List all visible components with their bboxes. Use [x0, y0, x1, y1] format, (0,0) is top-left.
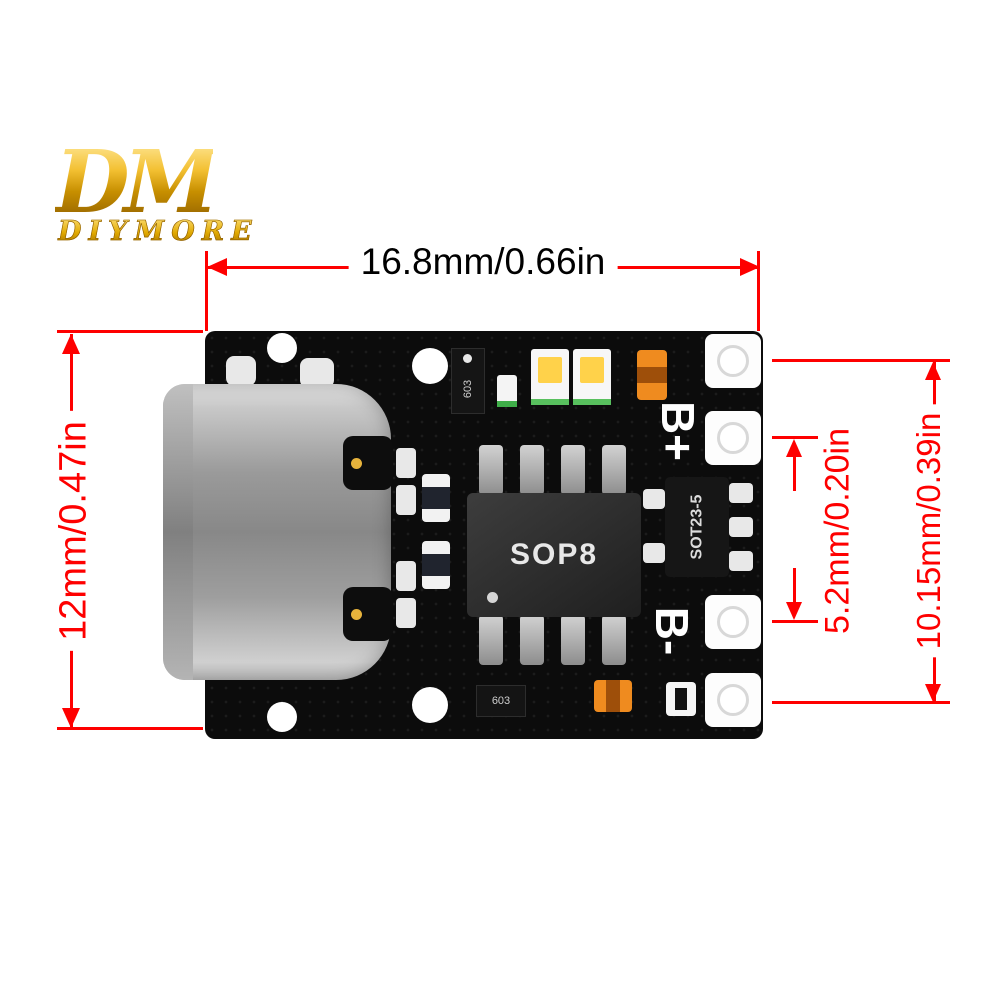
- mounting-hole: [267, 702, 297, 732]
- led-die: [580, 357, 604, 383]
- diode-component: 603: [476, 685, 526, 717]
- arrow-right-icon: [740, 258, 760, 276]
- pad-hole: [717, 345, 749, 377]
- ic-label: SOP8: [509, 538, 599, 571]
- pin1-dot-icon: [487, 592, 498, 603]
- resistor-body: [422, 487, 450, 509]
- extension-line: [772, 359, 950, 362]
- solder-pad-bplus-2: [705, 411, 761, 465]
- ic-leg: [602, 615, 626, 665]
- usb-shell-pad: [300, 358, 334, 388]
- extension-line: [772, 620, 818, 623]
- mounting-hole: [267, 333, 297, 363]
- pad-hole: [717, 606, 749, 638]
- dimension-label-width: 16.8mm/0.66in: [348, 241, 618, 283]
- ic-leg: [602, 445, 626, 495]
- protection-ic-sot23: SOT23-5: [665, 477, 729, 577]
- extension-line: [57, 330, 203, 333]
- ic-leg: [561, 445, 585, 495]
- solder-pad: [396, 448, 416, 478]
- ic-leg: [520, 615, 544, 665]
- pad-hole: [717, 684, 749, 716]
- ic-leg: [561, 615, 585, 665]
- solder-pad: [396, 598, 416, 628]
- brand-logo: DM: [55, 132, 219, 233]
- gold-pin-icon: [351, 458, 362, 469]
- extension-line: [772, 436, 818, 439]
- extension-line: [772, 701, 950, 704]
- resistor-body: [422, 554, 450, 576]
- usb-shell-pad: [226, 356, 256, 386]
- usb-c-opening: [163, 384, 193, 680]
- component-marking: 603: [491, 695, 511, 707]
- gold-pin-icon: [351, 609, 362, 620]
- status-led: [531, 349, 569, 405]
- green-stripe: [573, 399, 611, 405]
- arrow-up-icon: [925, 362, 941, 380]
- green-stripe: [531, 399, 569, 405]
- small-component: [497, 375, 517, 407]
- resistor: [422, 541, 450, 589]
- led-die: [538, 357, 562, 383]
- arrow-left-icon: [207, 258, 227, 276]
- sot-pad: [729, 483, 753, 503]
- solder-pad: [396, 485, 416, 515]
- smd-resistor-orange: [594, 680, 632, 712]
- arrow-down-icon: [62, 708, 80, 728]
- smd-resistor-orange: [637, 350, 667, 400]
- arrow-down-icon: [925, 684, 941, 702]
- ic-leg: [479, 445, 503, 495]
- ic-leg: [479, 615, 503, 665]
- component-body: [675, 688, 687, 710]
- pad-hole: [717, 422, 749, 454]
- usb-mount-tab: [343, 436, 393, 490]
- sot-pad: [729, 517, 753, 537]
- dimension-stub: [793, 568, 796, 604]
- sot-label: SOT23-5: [688, 494, 706, 560]
- dimension-label-hole-pitch: 10.15mm/0.39in: [910, 404, 948, 658]
- solder-pad-bminus-2: [705, 673, 761, 727]
- mounting-hole: [412, 348, 448, 384]
- brand-name: DIYMORE: [58, 216, 259, 248]
- extension-line: [205, 251, 208, 331]
- resistor-band: [637, 367, 667, 383]
- resistor: [422, 474, 450, 522]
- green-stripe: [497, 401, 517, 407]
- component-dot-icon: [463, 354, 472, 363]
- extension-line: [757, 251, 760, 331]
- mounting-hole: [412, 687, 448, 723]
- arrow-down-icon: [786, 602, 802, 620]
- extension-line: [57, 727, 203, 730]
- resistor-band: [606, 680, 620, 712]
- sot-pad: [643, 543, 665, 563]
- ic-leg: [520, 445, 544, 495]
- solder-pad-bminus-1: [705, 595, 761, 649]
- dimension-stub: [793, 455, 796, 491]
- component-marking: 603: [461, 379, 474, 399]
- status-led: [573, 349, 611, 405]
- charging-ic-sop8: SOP8: [467, 493, 641, 617]
- usb-mount-tab: [343, 587, 393, 641]
- sot-pad: [729, 551, 753, 571]
- arrow-up-icon: [786, 439, 802, 457]
- smd-component: [666, 682, 696, 716]
- dimension-label-pad-pitch: 5.2mm/0.20in: [818, 420, 858, 642]
- solder-pad: [396, 561, 416, 591]
- arrow-up-icon: [62, 334, 80, 354]
- dimension-label-height: 12mm/0.47in: [52, 411, 96, 651]
- capacitor-603: 603: [451, 348, 485, 414]
- sot-pad: [643, 489, 665, 509]
- solder-pad-bplus-1: [705, 334, 761, 388]
